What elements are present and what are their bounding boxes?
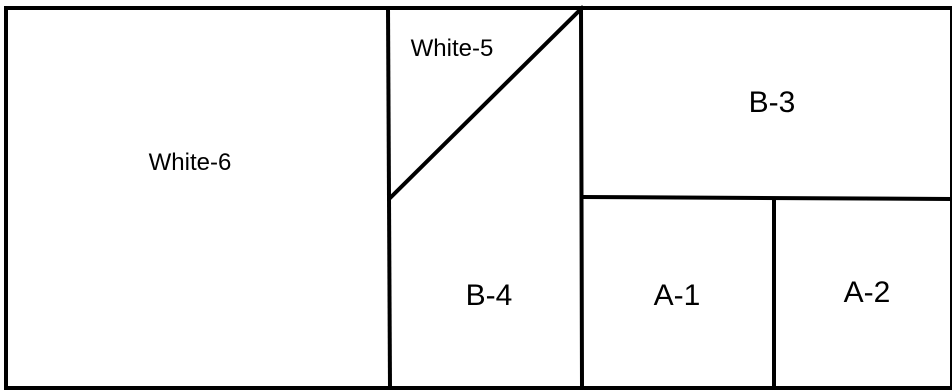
divider-diagonal bbox=[387, 5, 585, 201]
region-label-a-1: A-1 bbox=[654, 279, 701, 312]
divider-horizontal bbox=[579, 194, 952, 202]
region-label-white-5: White-5 bbox=[411, 35, 494, 62]
region-label-b-3: B-3 bbox=[749, 86, 796, 119]
region-label-a-2: A-2 bbox=[844, 276, 891, 309]
region-label-b-4: B-4 bbox=[466, 279, 513, 312]
region-label-white-6: White-6 bbox=[149, 149, 232, 176]
